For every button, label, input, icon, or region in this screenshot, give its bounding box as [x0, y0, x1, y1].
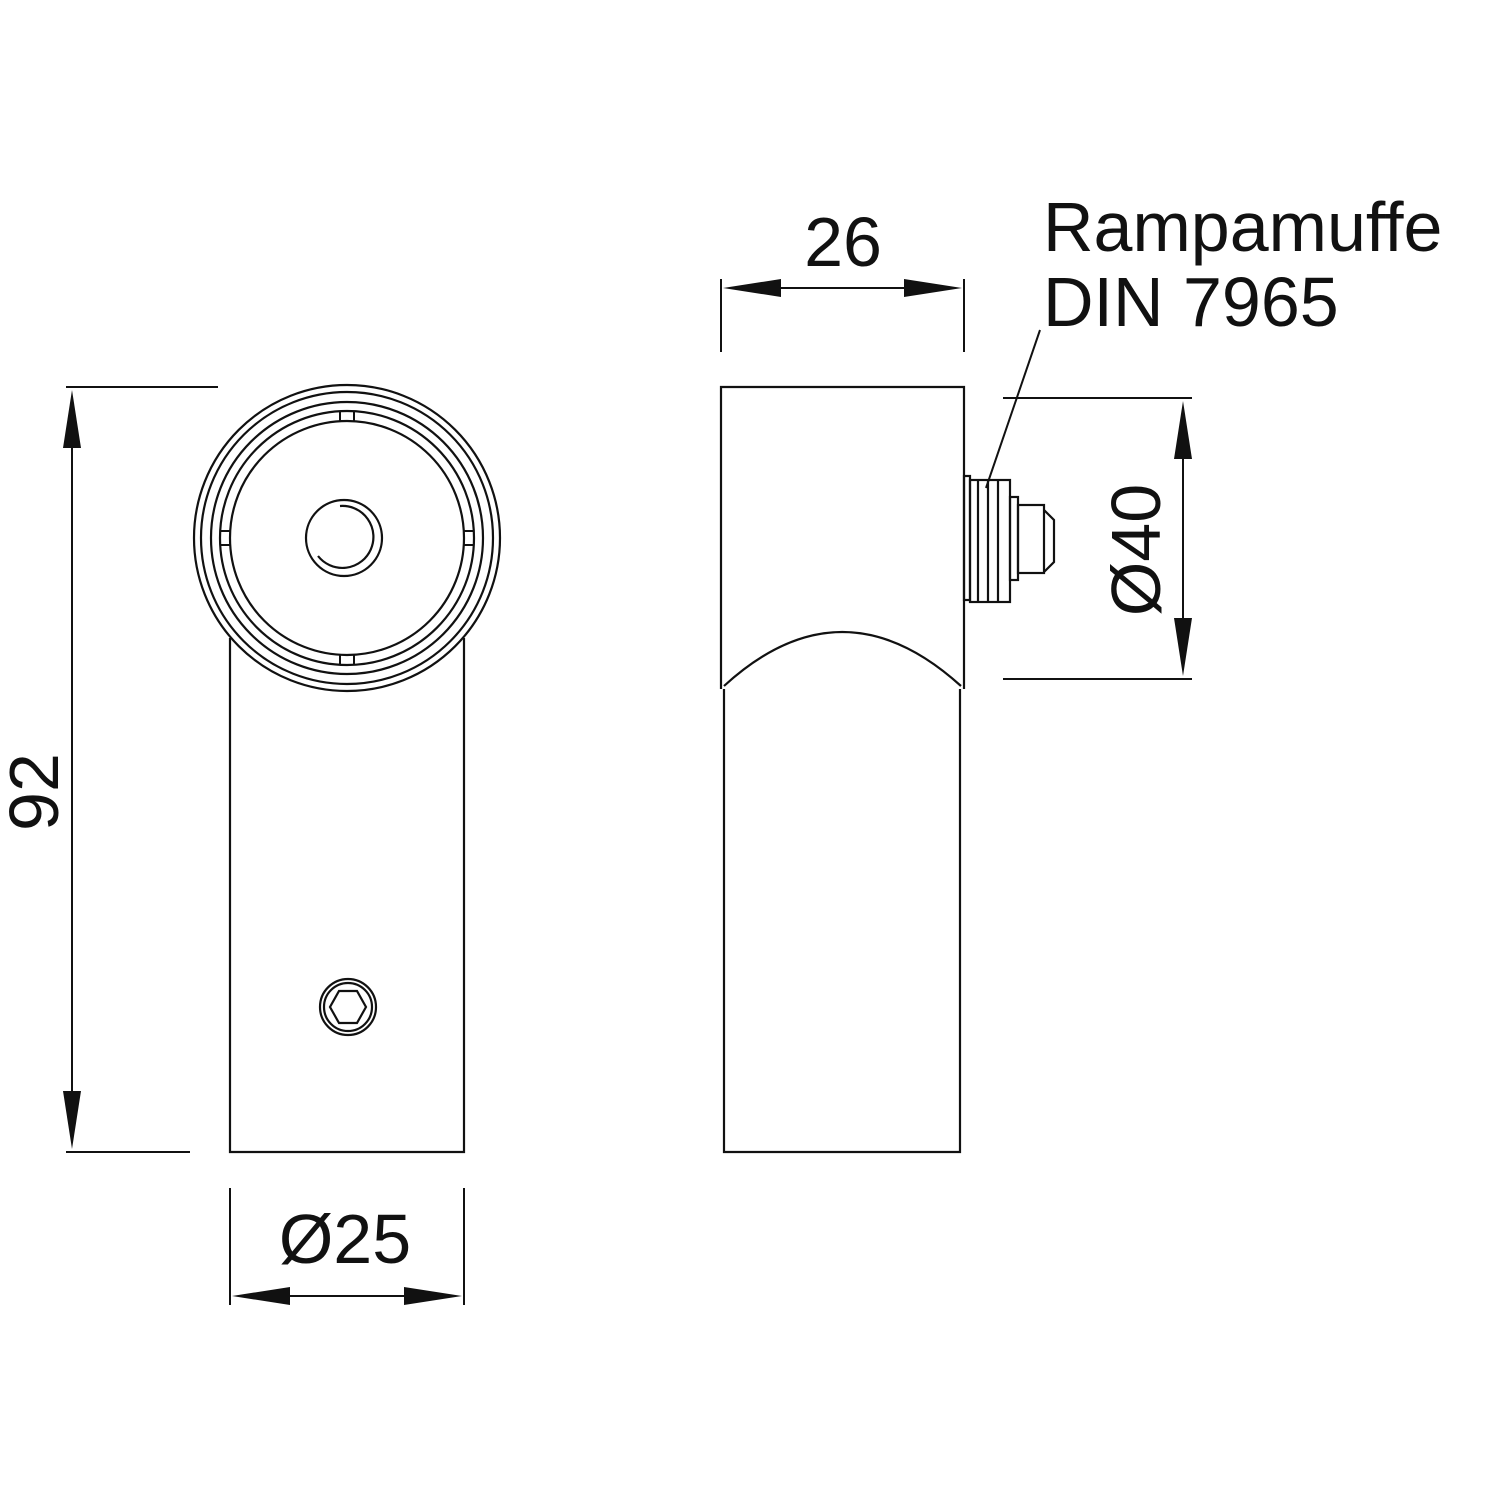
callout-line-2: DIN 7965	[1043, 263, 1339, 341]
front-head-ring-3	[209, 400, 485, 676]
dimension-head-diameter: Ø40	[1003, 397, 1192, 680]
callout: Rampamuffe DIN 7965	[1043, 188, 1442, 341]
set-screw-hex-socket	[328, 989, 368, 1025]
set-screw-inner	[322, 981, 374, 1033]
callout-leader-line	[985, 329, 1041, 489]
dimension-height: 92	[0, 386, 218, 1153]
front-center-bore-inner	[317, 504, 375, 569]
front-head-notches	[220, 411, 474, 665]
side-saddle-arc	[723, 630, 962, 687]
front-head-inner-ring	[228, 419, 466, 657]
dimension-tube-diameter-label: Ø25	[279, 1200, 411, 1278]
dimension-width-label: 26	[804, 203, 882, 281]
front-head-outer-ring	[192, 383, 502, 693]
front-head-ring-4	[218, 409, 476, 667]
dimension-width: 26	[720, 203, 965, 352]
side-tube-body	[722, 689, 962, 1154]
front-head-ring-2	[199, 390, 495, 686]
callout-line-1: Rampamuffe	[1043, 188, 1442, 266]
set-screw-outer	[318, 977, 378, 1037]
side-view	[719, 329, 1056, 1154]
side-head-block	[719, 385, 966, 689]
front-tube-body	[228, 638, 466, 1154]
dimension-tube-diameter: Ø25	[229, 1188, 465, 1305]
front-view	[192, 383, 502, 1154]
dimension-head-diameter-label: Ø40	[1097, 484, 1175, 616]
dimension-height-label: 92	[0, 753, 73, 831]
front-center-bore-outer	[304, 498, 384, 578]
threaded-insert	[962, 474, 1056, 604]
